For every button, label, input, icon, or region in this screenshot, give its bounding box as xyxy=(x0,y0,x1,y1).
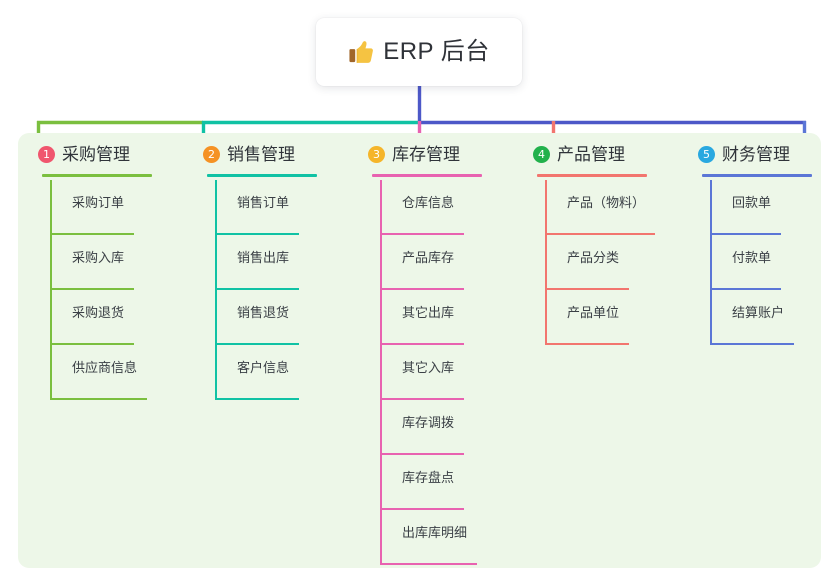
branch-index-badge: 2 xyxy=(203,146,220,163)
branch-spine-segment xyxy=(710,180,712,235)
branch-spine-segment xyxy=(50,235,52,290)
branch-item-underline xyxy=(215,233,299,235)
branch-spine-segment xyxy=(710,235,712,290)
branch-item-underline xyxy=(710,233,781,235)
branch-item-label: 产品库存 xyxy=(402,250,455,265)
branch-spine-segment xyxy=(545,235,547,290)
branch-item-underline xyxy=(380,398,464,400)
branch-item-label: 结算账户 xyxy=(732,305,785,320)
branch-underline xyxy=(42,174,152,177)
branch-spine-segment xyxy=(50,290,52,345)
branch-spine-segment xyxy=(215,235,217,290)
branch-item-label: 其它入库 xyxy=(402,360,455,375)
branch-item-underline xyxy=(50,288,134,290)
branch-item-label: 采购入库 xyxy=(72,250,125,265)
branch-item-underline xyxy=(545,288,629,290)
branch-item-underline xyxy=(380,563,477,565)
branch-item-label: 采购退货 xyxy=(72,305,125,320)
branch-header[interactable]: 2 销售管理 xyxy=(203,146,295,163)
branch-header[interactable]: 4 产品管理 xyxy=(533,146,625,163)
branch-item-label: 付款单 xyxy=(732,250,772,265)
branch-spine-segment xyxy=(380,290,382,345)
branch-header[interactable]: 5 财务管理 xyxy=(698,146,790,163)
branch-item-underline xyxy=(380,233,464,235)
branch-header[interactable]: 1 采购管理 xyxy=(38,146,130,163)
branch-underline xyxy=(372,174,482,177)
branch-header[interactable]: 3 库存管理 xyxy=(368,146,460,163)
branch-item-label: 销售出库 xyxy=(237,250,290,265)
branch-title: 库存管理 xyxy=(392,145,460,164)
branch-item-label: 产品单位 xyxy=(567,305,620,320)
branch-item-label: 仓库信息 xyxy=(402,195,455,210)
branch-spine-segment xyxy=(710,290,712,345)
branch-spine-segment xyxy=(380,180,382,235)
branch-spine-segment xyxy=(215,345,217,400)
branch-item-label: 客户信息 xyxy=(237,360,290,375)
branch-underline xyxy=(537,174,647,177)
branch-spine-segment xyxy=(380,510,382,565)
branch-index-badge: 5 xyxy=(698,146,715,163)
branch-spine-segment xyxy=(380,400,382,455)
branch-spine-segment xyxy=(50,345,52,400)
branch-item-underline xyxy=(215,398,299,400)
branch-item-label: 采购订单 xyxy=(72,195,125,210)
branch-spine-segment xyxy=(50,180,52,235)
branch-item-label: 产品（物料） xyxy=(567,195,646,210)
branch-underline xyxy=(207,174,317,177)
root-title: ERP 后台 xyxy=(383,38,490,65)
branch-item-label: 出库库明细 xyxy=(402,525,468,540)
branch-spine-segment xyxy=(380,235,382,290)
branch-item-underline xyxy=(215,288,299,290)
branch-item-underline xyxy=(710,288,781,290)
branch-item-underline xyxy=(50,233,134,235)
branch-item-underline xyxy=(380,343,464,345)
branch-index-badge: 3 xyxy=(368,146,385,163)
branch-item-underline xyxy=(545,233,655,235)
branch-spine-segment xyxy=(545,180,547,235)
branch-underline xyxy=(702,174,812,177)
branch-spine-segment xyxy=(380,455,382,510)
branch-item-label: 产品分类 xyxy=(567,250,620,265)
branch-index-badge: 1 xyxy=(38,146,55,163)
branch-index-badge: 4 xyxy=(533,146,550,163)
branch-spine-segment xyxy=(380,345,382,400)
branch-item-label: 销售订单 xyxy=(237,195,290,210)
branch-item-underline xyxy=(710,343,794,345)
branch-spine-segment xyxy=(215,290,217,345)
branch-item-underline xyxy=(50,343,134,345)
branch-item-label: 供应商信息 xyxy=(72,360,138,375)
branch-item-underline xyxy=(215,343,299,345)
branch-item-underline xyxy=(50,398,147,400)
thumbs-up-icon xyxy=(349,41,374,63)
branch-title: 销售管理 xyxy=(227,145,295,164)
branch-item-underline xyxy=(380,288,464,290)
branch-item-underline xyxy=(380,508,464,510)
root-node[interactable]: ERP 后台 xyxy=(316,18,522,86)
branch-title: 采购管理 xyxy=(62,145,130,164)
branch-title: 财务管理 xyxy=(722,145,790,164)
branch-item-underline xyxy=(380,453,464,455)
branch-item-label: 库存盘点 xyxy=(402,470,455,485)
branch-item-label: 销售退货 xyxy=(237,305,290,320)
branch-item-label: 其它出库 xyxy=(402,305,455,320)
branch-spine-segment xyxy=(545,290,547,345)
branch-item-underline xyxy=(545,343,629,345)
branch-spine-segment xyxy=(215,180,217,235)
branches-panel: 1 采购管理采购订单采购入库采购退货供应商信息 2 销售管理销售订单销售出库销售退货客… xyxy=(18,133,821,568)
branch-item-label: 回款单 xyxy=(732,195,772,210)
branch-item-label: 库存调拨 xyxy=(402,415,455,430)
branch-title: 产品管理 xyxy=(557,145,625,164)
